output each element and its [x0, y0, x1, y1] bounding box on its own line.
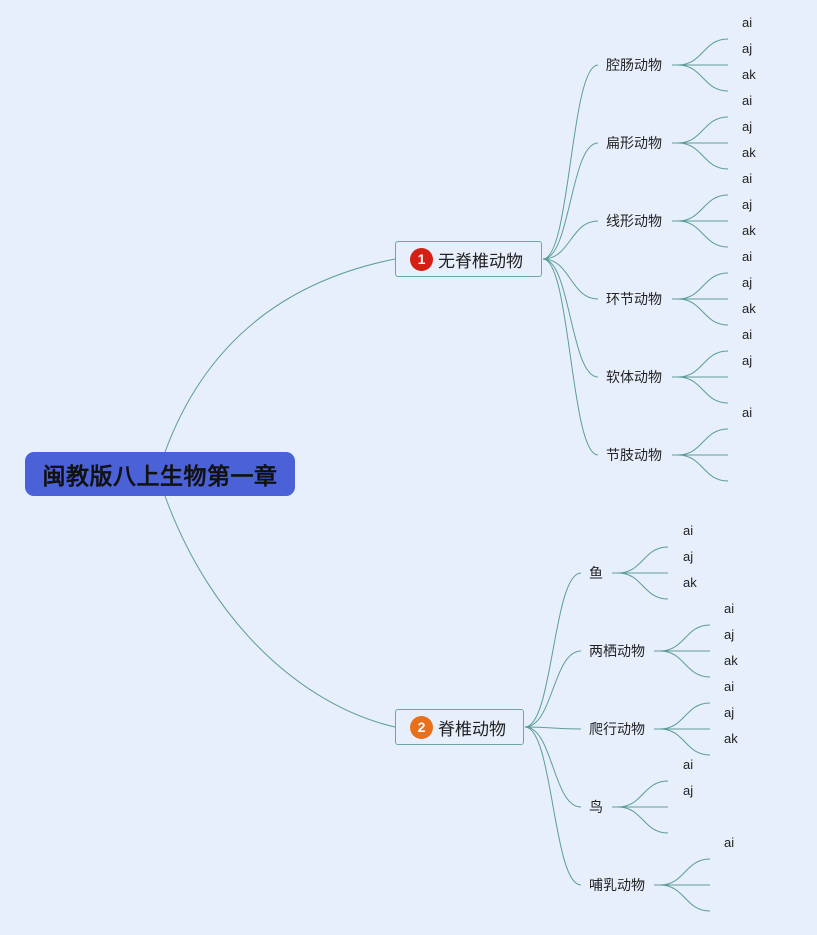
leaf-topic[interactable]: ai	[742, 15, 753, 30]
topic-2-leaf-1-connector	[677, 116, 729, 144]
topic-1-leaf-3-connector	[617, 572, 669, 600]
topic-扁形动物[interactable]: 扁形动物	[606, 135, 662, 151]
topic-线形动物[interactable]: 线形动物	[606, 213, 662, 229]
leaf-topic[interactable]: ai	[742, 171, 753, 186]
topic-6-leaf-1-connector	[677, 428, 729, 456]
branch-1-to-topic-5-connector	[542, 258, 599, 378]
leaf-topic[interactable]: ai	[724, 835, 735, 850]
topic-4-leaf-1-connector	[617, 780, 669, 808]
leaf-topic[interactable]: ak	[742, 223, 756, 238]
branch-2-to-topic-1-connector	[524, 572, 582, 728]
branch-1-to-topic-3-connector	[542, 220, 599, 260]
leaf-topic[interactable]: ak	[742, 67, 756, 82]
root-topic-label: 闽教版八上生物第一章	[42, 463, 278, 489]
topic-5-leaf-3-connector	[659, 884, 711, 912]
topic-5-leaf-1-connector	[677, 350, 729, 378]
leaf-topic[interactable]: ak	[742, 301, 756, 316]
branch-2-to-topic-3-connector	[524, 726, 582, 730]
topic-3-leaf-1-connector	[659, 702, 711, 730]
leaf-topic[interactable]: ak	[724, 653, 738, 668]
leaf-topic[interactable]: aj	[742, 197, 753, 212]
branch-2-to-topic-4-connector	[524, 726, 582, 808]
branch-1-to-topic-1-connector	[542, 64, 599, 260]
leaf-topic[interactable]: aj	[724, 705, 735, 720]
topic-2-leaf-1-connector	[659, 624, 711, 652]
topic-软体动物[interactable]: 软体动物	[606, 369, 662, 385]
topic-3-leaf-3-connector	[659, 728, 711, 756]
leaf-topic[interactable]: aj	[742, 119, 753, 134]
topic-1-leaf-1-connector	[617, 546, 669, 574]
leaf-topic[interactable]: aj	[683, 549, 694, 564]
leaf-topic[interactable]: ai	[683, 757, 694, 772]
branch-1-to-topic-4-connector	[542, 258, 599, 300]
leaf-topic[interactable]: ai	[742, 93, 753, 108]
leaf-topic[interactable]: aj	[742, 353, 753, 368]
branch-2-to-topic-5-connector	[524, 726, 582, 886]
leaf-topic[interactable]: ai	[724, 601, 735, 616]
branch-1-to-topic-2-connector	[542, 142, 599, 260]
topic-3-leaf-3-connector	[677, 220, 729, 248]
priority-1-icon: 1	[410, 247, 433, 271]
topic-腔肠动物[interactable]: 腔肠动物	[606, 57, 662, 73]
branch-2-to-topic-2-connector	[524, 650, 582, 728]
topic-两栖动物[interactable]: 两栖动物	[589, 643, 645, 659]
leaf-topic[interactable]: ai	[742, 327, 753, 342]
branch-1-to-topic-6-connector	[542, 258, 599, 456]
root-topic[interactable]: 闽教版八上生物第一章	[25, 452, 295, 496]
topic-4-leaf-3-connector	[617, 806, 669, 834]
topic-3-leaf-1-connector	[677, 194, 729, 222]
leaf-topic[interactable]: aj	[683, 783, 694, 798]
branch-label: 无脊椎动物	[438, 251, 523, 271]
leaf-topic[interactable]: ak	[683, 575, 697, 590]
topic-鸟[interactable]: 鸟	[589, 799, 603, 815]
topic-鱼[interactable]: 鱼	[589, 565, 603, 581]
topic-6-leaf-3-connector	[677, 454, 729, 482]
root-to-branch-2-connector	[164, 495, 396, 728]
topic-1-leaf-3-connector	[677, 64, 729, 92]
leaf-topic[interactable]: aj	[742, 275, 753, 290]
topic-4-leaf-1-connector	[677, 272, 729, 300]
topic-节肢动物[interactable]: 节肢动物	[606, 447, 662, 463]
leaf-topic[interactable]: aj	[742, 41, 753, 56]
topic-哺乳动物[interactable]: 哺乳动物	[589, 877, 645, 893]
topic-爬行动物[interactable]: 爬行动物	[589, 721, 645, 737]
topic-4-leaf-3-connector	[677, 298, 729, 326]
priority-2-icon: 2	[410, 715, 433, 739]
topic-5-leaf-1-connector	[659, 858, 711, 886]
leaf-topic[interactable]: ai	[683, 523, 694, 538]
branch-vertebrates[interactable]: 2 脊椎动物	[395, 709, 524, 745]
leaf-topic[interactable]: ai	[742, 249, 753, 264]
topic-2-leaf-3-connector	[659, 650, 711, 678]
leaf-topic[interactable]: ak	[724, 731, 738, 746]
branch-invertebrates[interactable]: 1 无脊椎动物	[395, 241, 542, 277]
leaf-topic[interactable]: ai	[724, 679, 735, 694]
topic-connectors	[524, 38, 729, 912]
root-to-branch-1-connector	[164, 258, 396, 453]
branch-label: 脊椎动物	[438, 719, 506, 739]
leaf-topic[interactable]: ak	[742, 145, 756, 160]
topic-1-leaf-1-connector	[677, 38, 729, 66]
topic-5-leaf-3-connector	[677, 376, 729, 404]
topic-环节动物[interactable]: 环节动物	[606, 291, 662, 307]
topic-2-leaf-3-connector	[677, 142, 729, 170]
leaf-topic[interactable]: aj	[724, 627, 735, 642]
leaf-topic[interactable]: ai	[742, 405, 753, 420]
